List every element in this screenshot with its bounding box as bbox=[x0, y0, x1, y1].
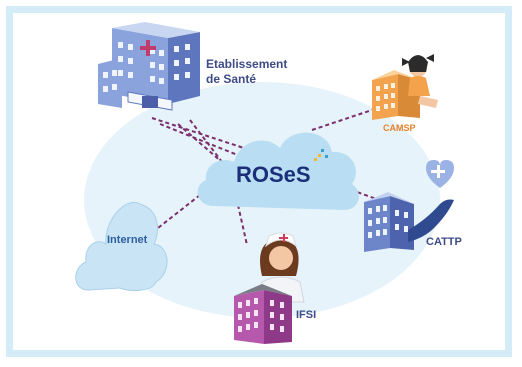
cloud-icon bbox=[197, 132, 359, 210]
child-figure-icon bbox=[402, 54, 438, 108]
center-label: ROSeS bbox=[236, 162, 311, 187]
red-cross-icon bbox=[140, 40, 156, 56]
etablissement-label-line1: Etablissement bbox=[206, 57, 287, 71]
internet-label: Internet bbox=[107, 234, 148, 246]
internet-cloud-icon bbox=[75, 201, 168, 291]
etablissement-label-line2: de Santé bbox=[206, 72, 256, 86]
connector-etablissement-2 bbox=[159, 123, 251, 161]
cattp-building-icon bbox=[364, 192, 414, 252]
nurse-cross-icon bbox=[279, 234, 288, 242]
heart-plus-icon bbox=[426, 160, 454, 188]
central-cloud: ROSeS bbox=[197, 132, 359, 210]
ifsi-building-icon bbox=[234, 284, 292, 344]
camsp-label: CAMSP bbox=[383, 123, 416, 133]
hospital-building-icon bbox=[98, 22, 200, 111]
ifsi-label: IFSI bbox=[296, 309, 316, 321]
connector-camsp bbox=[311, 107, 379, 131]
cattp-label: CATTP bbox=[426, 236, 462, 248]
connector-internet bbox=[157, 194, 201, 229]
hand-icon bbox=[408, 199, 454, 242]
signal-dots-icon bbox=[314, 149, 328, 161]
